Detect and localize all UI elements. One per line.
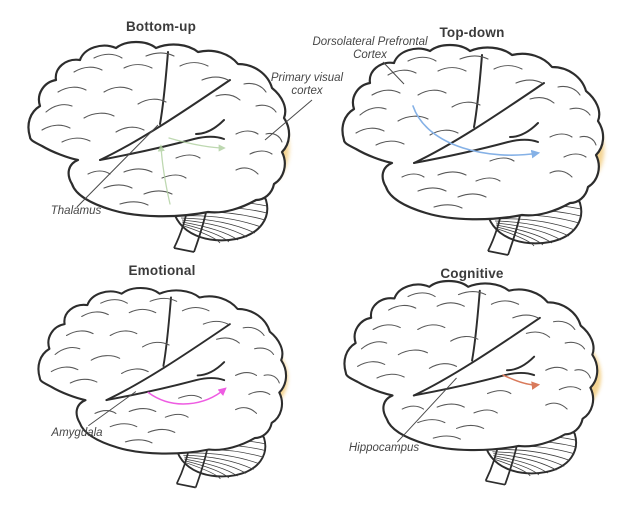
top-down-to-visual-cortex-arrow	[412, 105, 541, 159]
panel-top-down	[341, 43, 605, 257]
panel-bottom-up	[27, 40, 313, 254]
hippocampus-pointer-line	[396, 377, 457, 443]
label-primary-visual-cortex: Primary visual cortex	[270, 72, 344, 97]
panel-title-cognitive: Cognitive	[440, 266, 504, 281]
bottom-up-to-visual-cortex-arrow	[168, 137, 226, 152]
label-dorsolateral-prefrontal-cortex: Dorsolateral Prefrontal Cortex	[312, 36, 428, 61]
brain-line-art	[27, 40, 291, 254]
cognitive-to-visual-cortex-arrow	[502, 374, 541, 390]
dlpfc-pointer-line	[382, 61, 405, 85]
amygdala-pointer-line	[88, 391, 137, 427]
label-amygdala: Amygdala	[51, 427, 103, 439]
emotional-to-visual-cortex-arrow	[147, 387, 227, 405]
panel-cognitive	[343, 279, 602, 486]
label-thalamus: Thalamus	[50, 205, 102, 217]
thalamus-pointer-line	[76, 124, 159, 208]
panel-title-top-down: Top-down	[439, 25, 505, 40]
label-hippocampus: Hippocampus	[348, 442, 420, 454]
brain-line-art	[37, 286, 288, 489]
bottom-up-ascending-pathway-arrow	[157, 144, 171, 205]
panel-title-emotional: Emotional	[128, 263, 196, 278]
visual-cortex-pointer-line	[264, 99, 313, 141]
panel-title-bottom-up: Bottom-up	[125, 19, 197, 34]
panel-emotional	[37, 286, 288, 489]
